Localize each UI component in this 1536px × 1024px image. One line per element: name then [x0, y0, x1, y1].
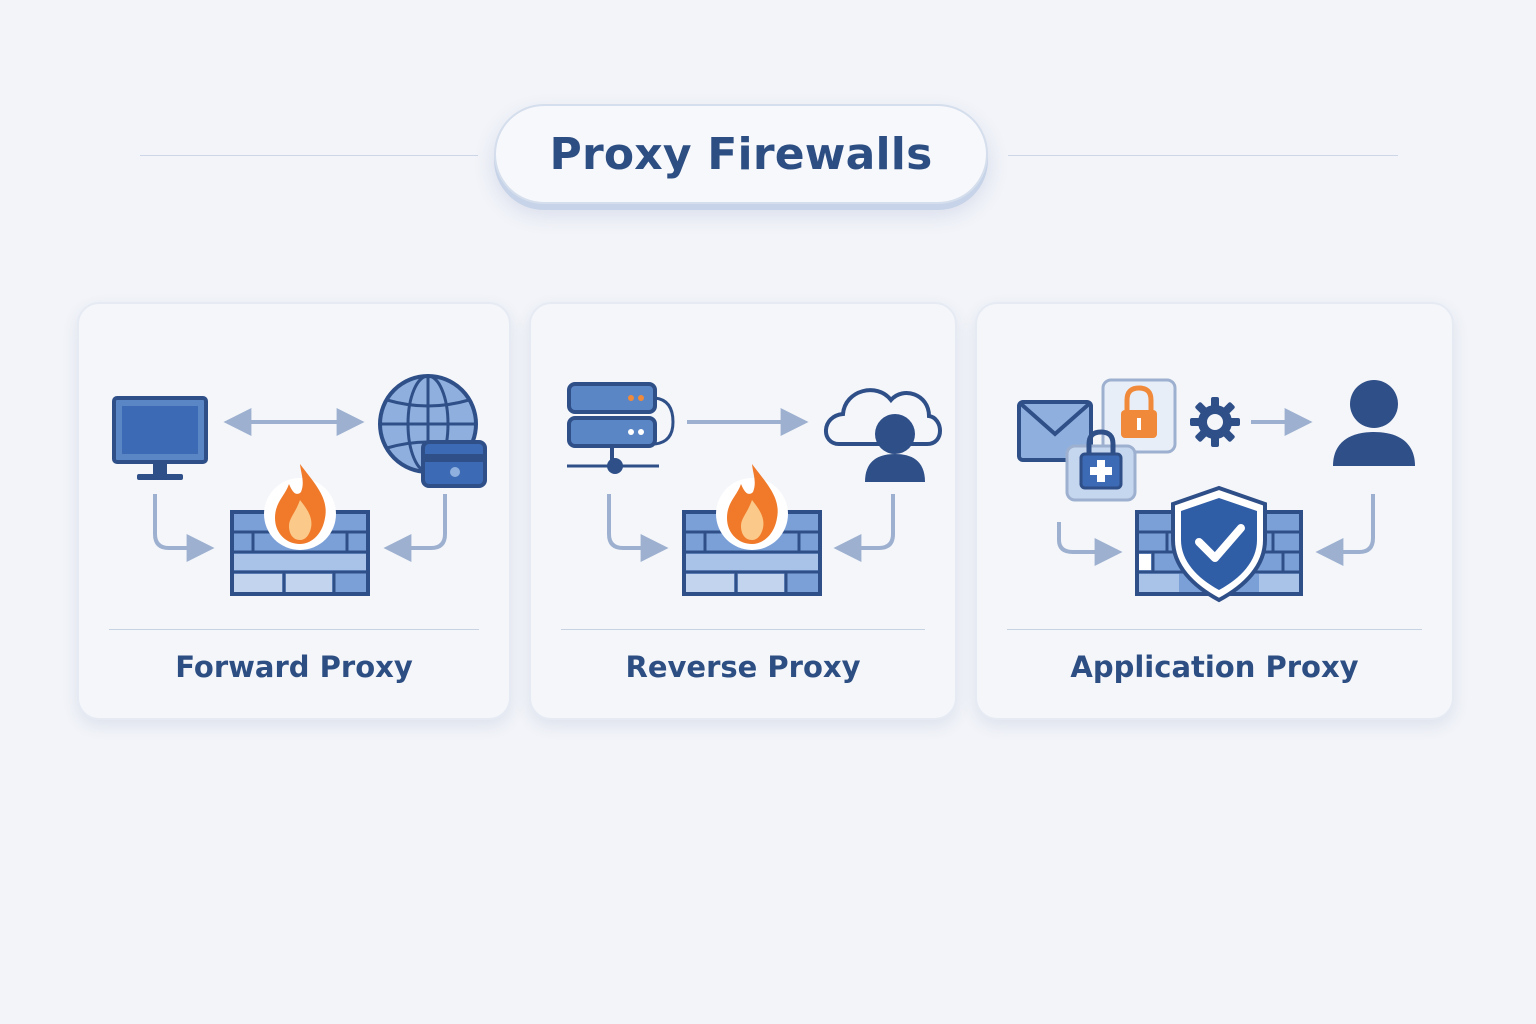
padlock-icon — [1101, 378, 1177, 454]
title-rule-left — [140, 155, 478, 156]
page-title: Proxy Firewalls — [549, 128, 933, 180]
firewall-icon — [682, 510, 822, 596]
card-divider — [1007, 629, 1422, 630]
application-proxy-diagram — [1017, 378, 1415, 603]
card-label: Forward Proxy — [175, 650, 413, 684]
title-pill: Proxy Firewalls — [494, 104, 988, 204]
flame-icon — [264, 464, 336, 550]
medical-padlock-icon — [1065, 429, 1137, 502]
shield-check-icon — [1171, 485, 1267, 603]
monitor-icon — [112, 396, 208, 480]
reverse-proxy-diagram — [567, 382, 942, 596]
card-application-proxy[interactable]: Application Proxy — [975, 302, 1454, 720]
card-divider — [561, 629, 925, 630]
arrow-in-right — [833, 494, 895, 562]
arrow-in-right — [383, 494, 447, 562]
server-icon — [567, 382, 675, 474]
card-reader-icon — [421, 440, 487, 488]
card-forward-proxy[interactable]: Forward Proxy — [77, 302, 511, 720]
title-rule-right — [1008, 155, 1398, 156]
arrow-in-right — [1315, 494, 1375, 566]
gear-icon — [1190, 397, 1240, 447]
arrow-in-left — [1057, 522, 1123, 566]
card-reverse-proxy[interactable]: Reverse Proxy — [529, 302, 957, 720]
card-label: Application Proxy — [1070, 650, 1359, 684]
user-icon — [1333, 380, 1415, 466]
card-label: Reverse Proxy — [625, 650, 861, 684]
forward-proxy-diagram — [112, 374, 487, 596]
card-divider — [109, 629, 479, 630]
flame-icon — [716, 464, 788, 550]
user-icon — [865, 414, 925, 482]
arrow-in-left — [153, 494, 215, 562]
arrow-in-left — [607, 494, 669, 562]
